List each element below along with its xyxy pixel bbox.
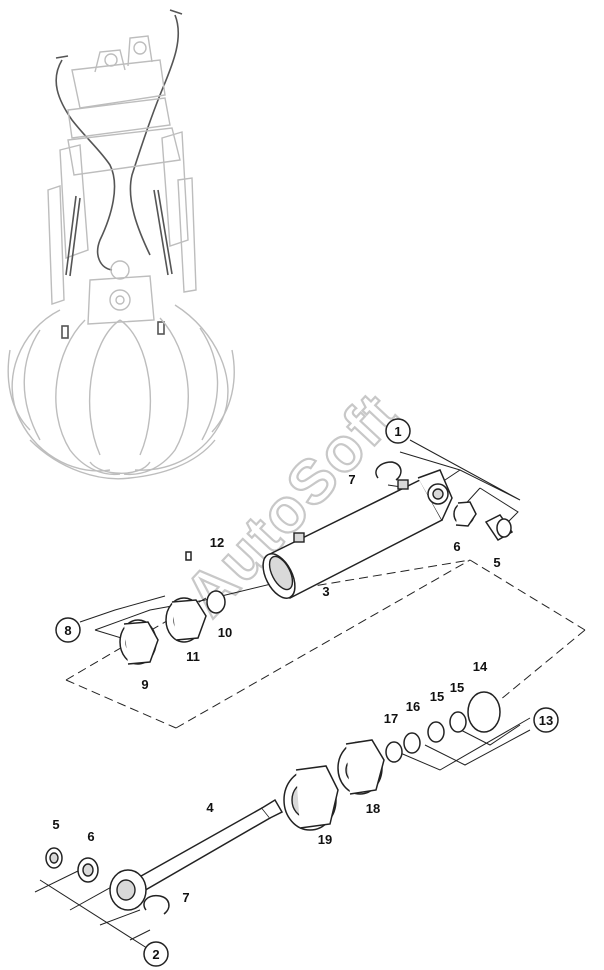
- label-part-19: 19: [318, 832, 332, 847]
- label-part-13: 13: [539, 713, 553, 728]
- part-shapes: [45, 461, 514, 915]
- leader-lines: [34, 439, 586, 951]
- label-part-10: 10: [218, 625, 232, 640]
- label-part-11: 11: [186, 649, 200, 664]
- label-part-16: 16: [406, 699, 420, 714]
- grab-assembly-illustration: [7, 9, 235, 480]
- label-part-5-bottom: 5: [52, 817, 59, 832]
- label-part-1: 1: [394, 424, 401, 439]
- label-part-3: 3: [322, 584, 329, 599]
- label-part-12: 12: [210, 535, 224, 550]
- callout-circle-2: [143, 941, 169, 967]
- label-part-4: 4: [206, 800, 214, 815]
- label-part-15-right: 15: [450, 680, 464, 695]
- callout-circle-1: [385, 418, 411, 444]
- callout-circles: [55, 418, 559, 967]
- callout-circle-13: [533, 707, 559, 733]
- label-part-7-bottom: 7: [182, 890, 189, 905]
- label-part-18: 18: [366, 801, 380, 816]
- label-part-9: 9: [141, 677, 148, 692]
- label-part-17: 17: [384, 711, 398, 726]
- label-part-6-bottom: 6: [87, 829, 94, 844]
- callout-circle-8: [55, 617, 81, 643]
- label-part-7-top: 7: [348, 472, 355, 487]
- label-part-15-left: 15: [430, 689, 444, 704]
- label-part-5-top: 5: [493, 555, 500, 570]
- part-labels: 1 2 3 4 5 5 6 6 7 7 8 9 10 11 12 13 14 1…: [52, 424, 553, 962]
- label-part-2: 2: [152, 947, 159, 962]
- label-part-14: 14: [473, 659, 488, 674]
- label-part-6-top: 6: [453, 539, 460, 554]
- label-part-8: 8: [64, 623, 71, 638]
